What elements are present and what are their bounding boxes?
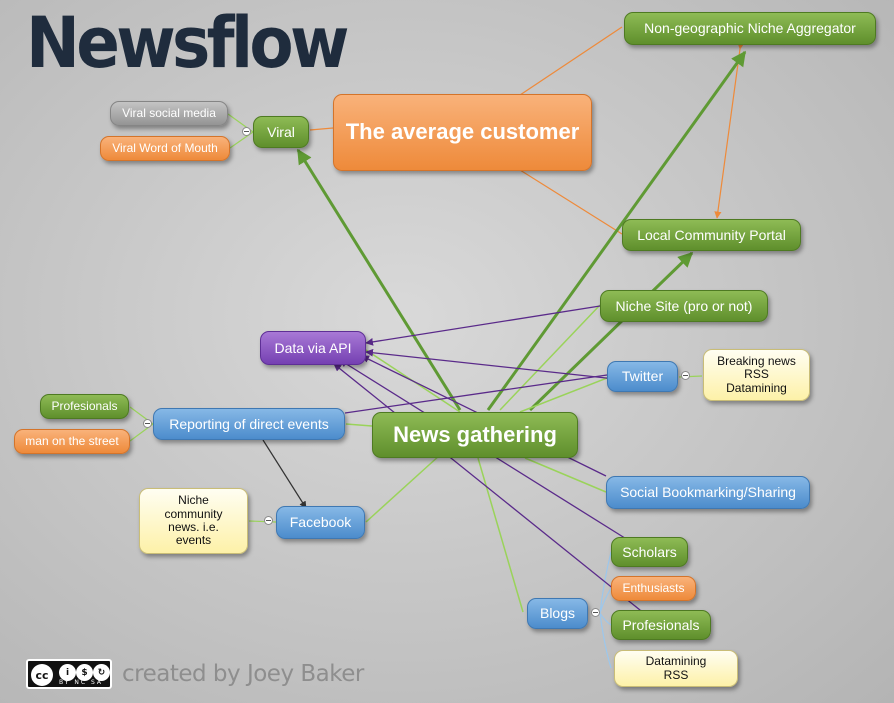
node-profesionals-left[interactable]: Profesionals: [40, 394, 129, 419]
credit-text: created by Joey Baker: [122, 661, 364, 687]
edge-news-blogs: [477, 457, 524, 613]
edge-customer-viral: [309, 127, 334, 131]
node-twitter[interactable]: Twitter: [607, 361, 678, 392]
cc-icon: cc: [31, 664, 53, 686]
node-blogs[interactable]: Blogs: [527, 598, 588, 629]
facebook-note: Niche community news. i.e. events: [139, 488, 248, 554]
edge-profesionals-api: [333, 363, 648, 618]
edge-reporting-twitter: [344, 374, 608, 414]
node-niche-site[interactable]: Niche Site (pro or not): [600, 290, 768, 322]
node-profesionals-right[interactable]: Profesionals: [611, 610, 711, 640]
node-social-bookmarking[interactable]: Social Bookmarking/Sharing: [606, 476, 810, 509]
collapse-viral-icon[interactable]: [242, 127, 251, 136]
edge-niche-api: [365, 301, 608, 346]
node-data-via-api[interactable]: Data via API: [260, 331, 366, 365]
twitter-note: Breaking news RSS Datamining: [703, 349, 810, 401]
edge-news-reporting: [345, 423, 373, 427]
license-labels: BY NC SA: [59, 679, 103, 686]
node-man-on-the-street[interactable]: man on the street: [14, 429, 130, 454]
creative-commons-badge-icon: cc i $ ↻ BY NC SA: [26, 659, 112, 689]
edge-news-twitter: [519, 377, 608, 413]
node-local-community-portal[interactable]: Local Community Portal: [622, 219, 801, 251]
node-news-gathering[interactable]: News gathering: [372, 412, 578, 458]
credit-bar: cc i $ ↻ BY NC SA created by Joey Baker: [26, 659, 364, 689]
node-facebook[interactable]: Facebook: [276, 506, 365, 539]
attribution-icon: i: [59, 664, 76, 681]
edge-reporting-facebook: [262, 439, 307, 509]
noncommercial-icon: $: [76, 664, 93, 681]
edge-customer-portal: [519, 169, 623, 235]
collapse-twitter-icon[interactable]: [681, 371, 690, 380]
edge-blogs-children: [599, 551, 612, 669]
node-viral-social-media[interactable]: Viral social media: [110, 101, 228, 126]
collapse-blogs-icon[interactable]: [591, 608, 600, 617]
sharealike-icon: ↻: [93, 664, 110, 681]
node-viral[interactable]: Viral: [253, 116, 309, 148]
collapse-facebook-icon[interactable]: [264, 516, 273, 525]
node-average-customer[interactable]: The average customer: [333, 94, 592, 171]
edge-news-viral: [296, 148, 462, 411]
node-viral-word-of-mouth[interactable]: Viral Word of Mouth: [100, 136, 230, 161]
collapse-reporting-icon[interactable]: [143, 419, 152, 428]
blogs-note: Datamining RSS: [614, 650, 738, 687]
node-non-geographic-niche-aggregator[interactable]: Non-geographic Niche Aggregator: [624, 12, 876, 45]
node-enthusiasts[interactable]: Enthusiasts: [611, 576, 696, 601]
node-scholars[interactable]: Scholars: [611, 537, 688, 567]
page-title: Newsflow: [26, 2, 349, 84]
edge-news-facebook: [365, 454, 441, 523]
edge-news-social: [524, 457, 607, 493]
node-reporting-of-direct-events[interactable]: Reporting of direct events: [153, 408, 345, 440]
edge-customer-aggregator: [519, 26, 623, 96]
edge-portal-aggregator: [714, 42, 745, 219]
